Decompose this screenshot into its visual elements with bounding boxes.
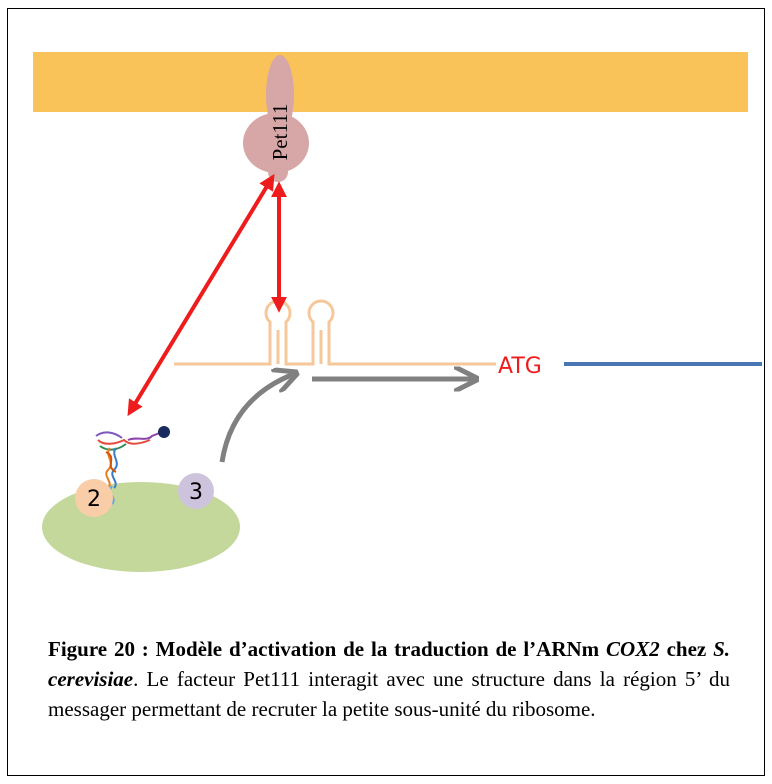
inner-membrane [33,52,748,112]
caption-body: . Le facteur Pet111 interagit avec une s… [48,667,730,721]
initiation-factor-2: 2 [75,479,113,517]
mrna-5-leader [174,299,496,366]
atg-start-codon: ATG [498,354,542,379]
initiator-trna-icon [95,426,170,505]
caption-gene: COX2 [606,637,660,661]
initiation-factor-3: 3 [178,473,214,509]
figure-caption: Figure 20 : Modèle d’activation de la tr… [48,634,730,724]
factor-3-label: 3 [189,480,203,505]
caption-title: Figure 20 : Modèle d’activation de la tr… [48,637,607,661]
caption-chez: chez [659,637,714,661]
pet111-label: Pet111 [268,104,292,161]
ribosome-recruitment-arrow [219,374,294,463]
factor-2-label: 2 [87,487,101,512]
caption-species: S. cerevisiae [48,637,730,691]
pet111-protein: Pet111 [243,55,309,182]
pet111-ribosome-interaction-arrow [127,173,275,417]
